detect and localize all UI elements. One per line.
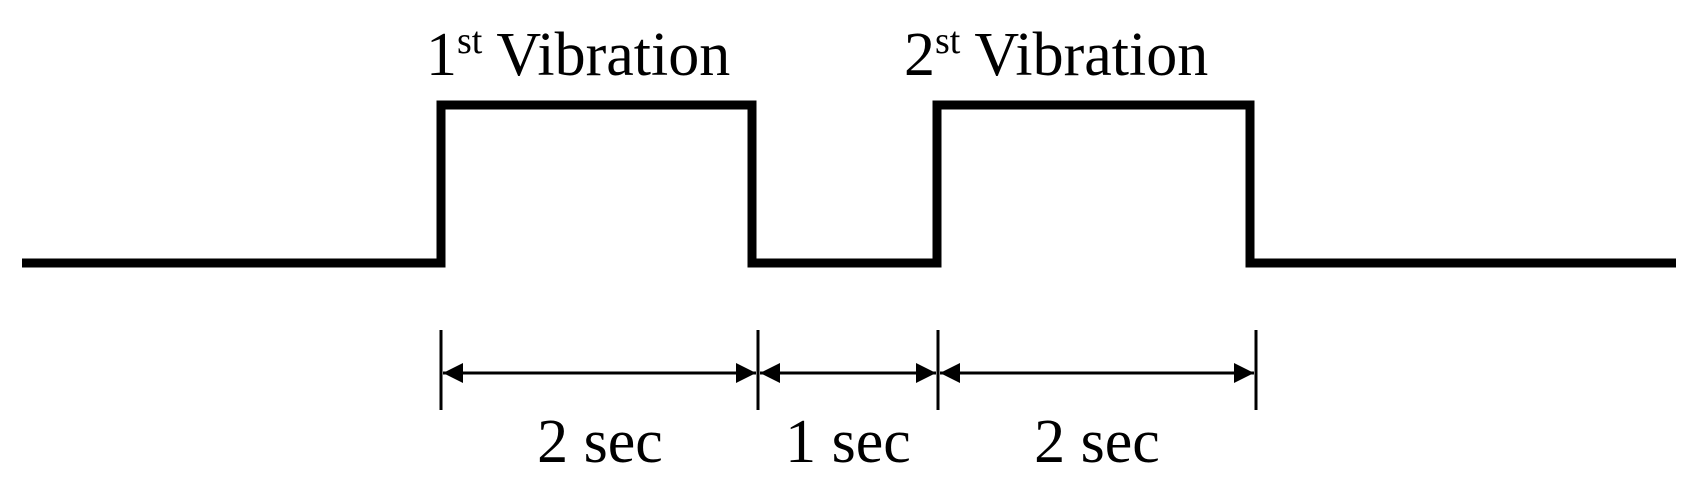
gap-duration-label: 1 sec <box>785 408 911 476</box>
second-vibration-suffix: st <box>935 20 961 62</box>
square-wave-signal <box>22 100 1676 268</box>
second-vibration-label: 2st Vibration <box>904 20 1208 89</box>
second-vibration-name: Vibration <box>974 21 1208 89</box>
first-vibration-label: 1st Vibration <box>426 20 730 89</box>
first-vibration-suffix: st <box>457 20 483 62</box>
first-duration-label: 2 sec <box>537 408 663 476</box>
first-vibration-number: 1 <box>426 21 457 89</box>
second-vibration-number: 2 <box>904 21 935 89</box>
first-vibration-name: Vibration <box>496 21 730 89</box>
second-duration-label: 2 sec <box>1034 408 1160 476</box>
